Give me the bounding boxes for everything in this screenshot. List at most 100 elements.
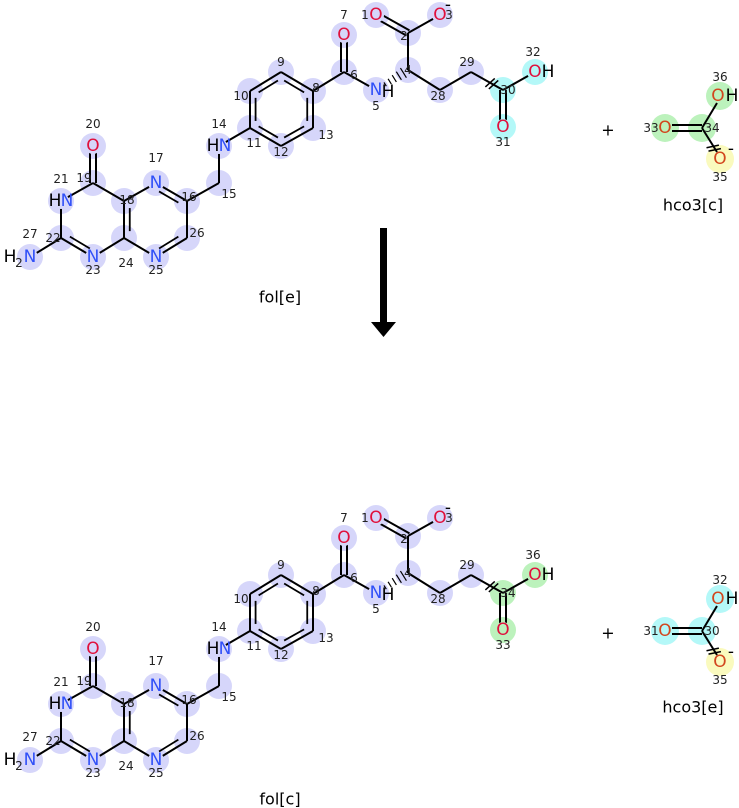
fol-c-bond: [470, 574, 504, 594]
fol-e-ring-inner-bond: [258, 125, 279, 139]
fol-c-atom-label: N: [24, 750, 37, 770]
molecule-name-fol-e: fol[e]: [259, 288, 301, 307]
fol-e-label-knockout: [85, 138, 101, 154]
fol-c-transport-cut-mark: [488, 582, 499, 593]
fol-c-atom-number: 14: [211, 620, 226, 634]
fol-c-atom-number: 15: [221, 690, 236, 704]
fol-e-atom-label: O: [496, 117, 509, 137]
fol-c-label-knockout: [22, 752, 38, 768]
fol-e-ring-bond: [249, 71, 282, 92]
fol-e-stereo-hash-bond: [399, 67, 407, 78]
fol-c-atom-label-h: H: [49, 694, 62, 714]
hco3-c-atom-number: 36: [712, 70, 727, 84]
fol-c-atom-number: 4: [404, 566, 412, 580]
fol-c-atom-number: 34: [500, 586, 515, 600]
fol-c-ring-inner-bond: [69, 738, 91, 753]
fol-e-atom-number: 3: [445, 8, 453, 22]
fol-e-atom-number: 27: [22, 227, 37, 241]
fol-e-atom-label: O: [337, 25, 350, 45]
fol-c-atom-label: O: [433, 508, 446, 528]
fol-e-label-knockout: [148, 175, 164, 191]
plus-sign: +: [601, 624, 614, 643]
fol-e-atom-number: 32: [525, 45, 540, 59]
fol-c-ring-bond: [280, 574, 314, 595]
fol-e-label-knockout: [336, 27, 352, 43]
fol-c-ring-bond: [280, 630, 314, 650]
fol-c-bond: [407, 572, 441, 594]
hco3-e-atom-label: O: [658, 621, 671, 641]
hco3-e-transport-cut-mark: [706, 647, 720, 652]
fol-e-stereo-hash-bond: [387, 78, 392, 85]
fol-e-bond: [312, 71, 345, 92]
fol-e-atom-label: N: [24, 247, 37, 267]
fol-c-atom-number: 26: [189, 729, 204, 743]
hco3-e-atom-label-h: H: [726, 589, 739, 609]
fol-c-atom-number: 13: [318, 631, 333, 645]
fol-c-label-knockout: [211, 641, 227, 657]
hco3-e-atom-highlight: [706, 585, 734, 613]
fol-e-atom-number: 26: [189, 226, 204, 240]
hco3-e-atom-highlight: [651, 617, 679, 645]
fol-c-atom-number: 3: [445, 511, 453, 525]
fol-e-atom-number: 21: [53, 172, 68, 186]
fol-c-label-knockout: [53, 696, 69, 712]
molecule-name-fol-c: fol[c]: [259, 790, 300, 808]
fol-c-atom-number: 9: [277, 558, 285, 572]
fol-c-bond: [186, 685, 220, 705]
fol-e-bond: [439, 71, 472, 91]
fol-c-atom-label: O: [86, 639, 99, 659]
fol-e-label-knockout: [53, 193, 69, 209]
fol-c-atom-label-h: H: [4, 750, 17, 770]
fol-c-atom-number: 36: [525, 548, 540, 562]
fol-c-stereo-hash-bond: [399, 570, 407, 581]
fol-e-ring-inner-bond: [283, 79, 305, 94]
fol-e-bond: [186, 182, 220, 202]
hco3-c-bond: [701, 102, 718, 129]
fol-c-atom-number: 16: [181, 693, 196, 707]
fol-e-atom-number: 19: [76, 171, 91, 185]
fol-c-bond: [439, 574, 472, 594]
fol-c-atom-number: 21: [53, 675, 68, 689]
fol-e-label-knockout: [368, 7, 384, 23]
fol-e-atom-number: 16: [181, 190, 196, 204]
fol-c-atom-label: N: [87, 750, 100, 770]
hco3-c-transport-cut-mark: [708, 147, 722, 152]
fol-e-atom-number: 10: [233, 89, 248, 103]
fol-e-atom-label: O: [369, 5, 382, 25]
fol-e-transport-cut-mark: [484, 77, 496, 88]
hco3-e-bond: [701, 605, 718, 632]
fol-c-ring-inner-bond: [283, 628, 305, 642]
fol-e-atom-label: O: [86, 136, 99, 156]
fol-c-atom-label: N: [370, 583, 383, 603]
fol-c-atom-number: 23: [85, 766, 100, 780]
fol-c-atom-number: 28: [430, 592, 445, 606]
fol-c-atom-number: 22: [45, 734, 60, 748]
fol-e-atom-number: 4: [404, 63, 412, 77]
fol-e-atom-number: 14: [211, 117, 226, 131]
fol-c-ring-bond: [249, 574, 282, 595]
hco3-c-atom-number: 33: [643, 121, 658, 135]
fol-e-atom-label-subscript: 2: [15, 256, 23, 270]
molecule-name-hco3-c: hco3[c]: [663, 196, 723, 215]
fol-c-atom-label-subscript: 2: [15, 759, 23, 773]
fol-c-label-knockout: [336, 530, 352, 546]
fol-c-atom-number: 33: [495, 638, 510, 652]
fol-e-label-knockout: [85, 249, 101, 265]
fol-c-ring-inner-bond: [283, 582, 305, 597]
fol-e-atom-number: 24: [118, 256, 133, 270]
fol-c-ring-inner-bond: [158, 693, 179, 707]
fol-e-atom-number: 13: [318, 128, 333, 142]
reaction-arrow-head-icon: [371, 322, 396, 337]
hco3-c-atom-label: O: [711, 86, 724, 106]
fol-c-ring-bond: [249, 630, 282, 650]
fol-c-atom-label: O: [496, 620, 509, 640]
fol-e-label-knockout: [211, 138, 227, 154]
fol-c-atom-label: N: [61, 694, 74, 714]
fol-c-charge-minus: -: [445, 498, 451, 518]
reaction-arrow-shaft: [380, 228, 387, 324]
hco3-e-atom-number: 31: [643, 624, 658, 638]
hco3-e-charge-minus: -: [728, 642, 734, 662]
fol-e-atom-label-h: H: [542, 62, 555, 82]
fol-c-atom-label-h: H: [542, 565, 555, 585]
